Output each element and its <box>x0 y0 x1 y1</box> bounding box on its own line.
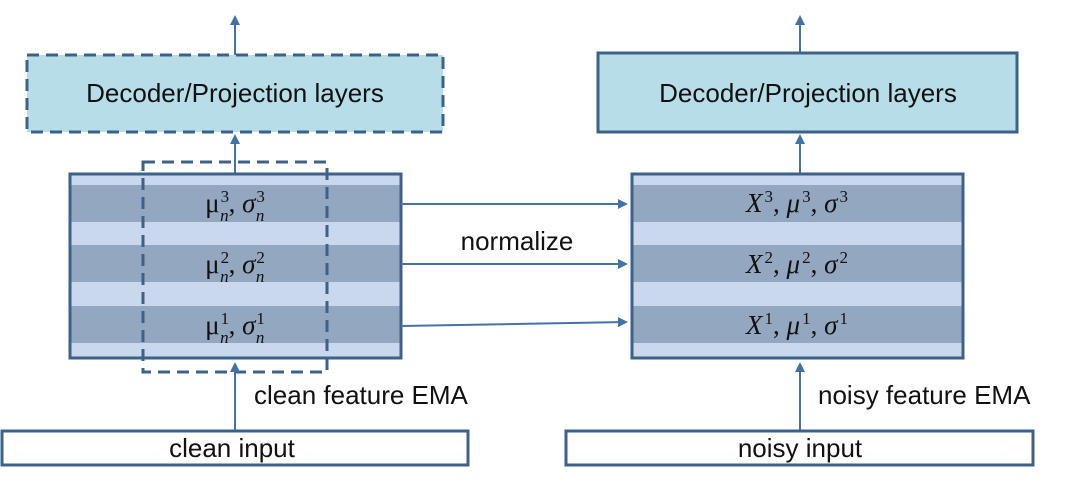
right-stripe-1 <box>632 306 963 343</box>
right-feature-stack <box>630 172 965 360</box>
normalize-arrow-1 <box>400 317 628 328</box>
right-stripe-2 <box>632 245 963 282</box>
right-input-box: noisy input <box>564 429 1035 467</box>
left-stripe-1 <box>70 306 401 343</box>
normalize-label: normalize <box>461 226 574 256</box>
left-stripe-3 <box>70 185 401 222</box>
right-input-label: noisy input <box>738 433 863 463</box>
left-stripe-2 <box>70 245 401 282</box>
right-ema-label: noisy feature EMA <box>818 380 1031 410</box>
left-input-label: clean input <box>169 433 296 463</box>
left-ema-label: clean feature EMA <box>254 380 469 410</box>
right-decoder-box: Decoder/Projection layers <box>596 51 1019 134</box>
left-input-box: clean input <box>0 429 470 467</box>
left-feature-stack <box>68 172 403 360</box>
left-decoder-label: Decoder/Projection layers <box>86 78 384 108</box>
left-decoder-box: Decoder/Projection layers <box>25 53 445 134</box>
right-stripe-3 <box>632 185 963 222</box>
right-decoder-label: Decoder/Projection layers <box>659 78 957 108</box>
